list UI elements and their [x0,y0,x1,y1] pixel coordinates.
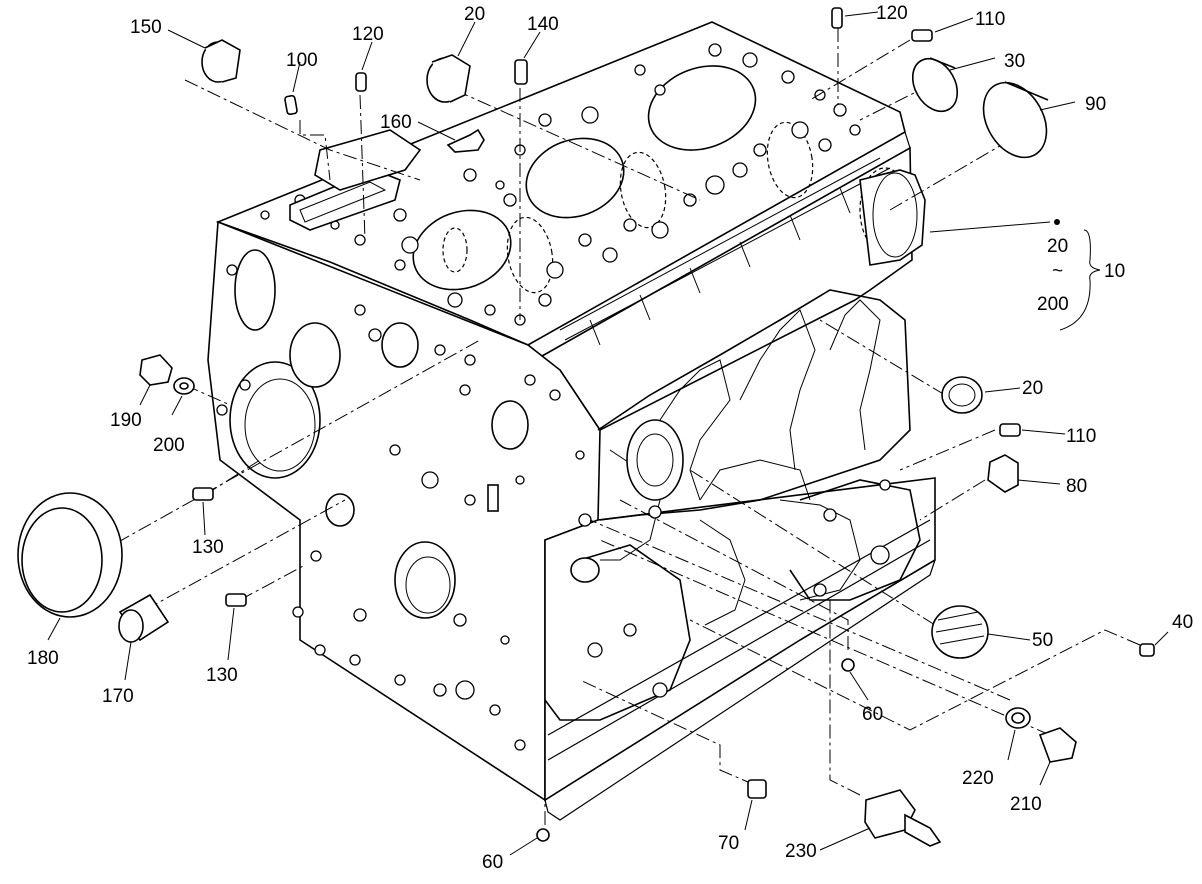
callout-40: 40 [1172,612,1193,633]
callout-180: 180 [27,648,59,669]
callout-60-right: 60 [862,704,883,725]
callout-170: 170 [102,686,134,707]
callout-130-upper: 130 [192,537,224,558]
callout-20-lower: 20 [1022,378,1043,399]
callout-70: 70 [718,833,739,854]
callout-10-range-to: 200 [1037,294,1069,315]
callout-130-lower: 130 [206,665,238,686]
callout-10-range-from: 20 [1047,236,1068,257]
callout-120-left: 120 [352,24,384,45]
assembly-lines [94,28,1141,825]
callout-20-top: 20 [464,4,485,25]
callout-220: 220 [962,768,994,789]
callout-30: 30 [1004,51,1025,72]
leader-lines [47,11,1169,856]
cylinder-block [207,21,936,821]
callout-90: 90 [1085,94,1106,115]
callout-160: 160 [380,112,412,133]
callout-100: 100 [286,50,318,71]
callout-200: 200 [153,435,185,456]
callout-110-lower: 110 [1066,426,1096,447]
callout-140: 140 [527,14,559,35]
callout-50: 50 [1032,630,1053,651]
callout-10-range-tilde: ~ [1052,261,1063,282]
loose-parts [17,7,1155,847]
callout-anchor-dot [1054,219,1060,225]
callout-150: 150 [130,17,162,38]
callout-230: 230 [785,841,817,862]
callout-110-top: 110 [975,9,1005,30]
callout-190: 190 [110,410,142,431]
callout-60-bottom: 60 [482,852,503,873]
callout-210: 210 [1010,794,1042,815]
callout-10: 10 [1104,261,1125,282]
callout-labels: 150 100 120 20 140 120 110 30 90 160 10 … [27,3,1193,873]
callout-80: 80 [1066,476,1087,497]
callout-120-right: 120 [876,3,908,24]
